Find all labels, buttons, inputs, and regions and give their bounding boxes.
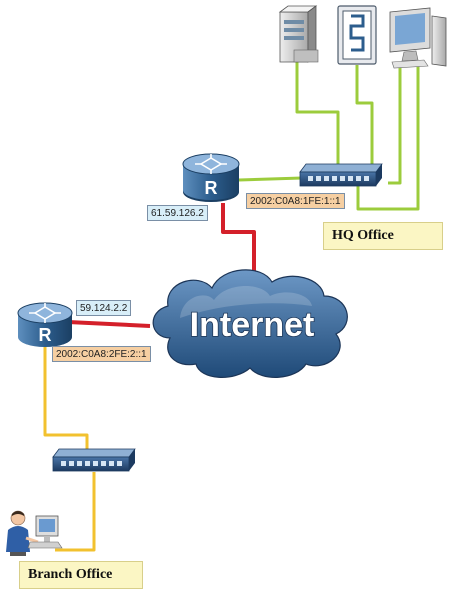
hq-workstation-link bbox=[388, 63, 402, 185]
branch-switch-pc-link bbox=[55, 472, 96, 552]
branch-router-icon: R bbox=[17, 302, 73, 347]
hq-workstation-link-2 bbox=[356, 63, 420, 211]
branch-lan-links bbox=[43, 340, 96, 552]
hq-office-label: HQ Office bbox=[323, 222, 443, 250]
workstation-icon bbox=[389, 7, 447, 69]
svg-text:R: R bbox=[39, 325, 52, 345]
hq-server-link bbox=[295, 62, 340, 165]
hq-firewall-link bbox=[355, 65, 374, 166]
hq-router-ipv6-label: 2002:C0A8:1FE:1::1 bbox=[246, 193, 345, 209]
branch-router-ipv6-label: 2002:C0A8:2FE:2::1 bbox=[52, 346, 151, 362]
cloud-label: Internet bbox=[190, 306, 315, 344]
hq-router-switch-link bbox=[238, 176, 303, 182]
branch-router-switch-link bbox=[43, 340, 89, 452]
server-icon bbox=[278, 5, 319, 63]
hq-switch-icon bbox=[299, 163, 383, 187]
firewall-icon bbox=[337, 5, 377, 65]
branch-router-internet-link bbox=[67, 320, 151, 328]
hq-router-ipv4-label: 61.59.126.2 bbox=[147, 205, 208, 221]
hq-router-icon: R bbox=[182, 153, 240, 202]
hq-router-internet-link bbox=[221, 203, 256, 272]
wan-links bbox=[67, 203, 256, 328]
branch-router-ipv4-label: 59.124.2.2 bbox=[76, 300, 132, 316]
branch-switch-icon bbox=[52, 448, 136, 472]
branch-office-label: Branch Office bbox=[19, 561, 143, 589]
internet-cloud-icon: Internet bbox=[152, 269, 348, 378]
user-at-computer-icon bbox=[6, 510, 63, 556]
hq-lan-links bbox=[238, 62, 420, 211]
svg-text:R: R bbox=[205, 178, 218, 198]
